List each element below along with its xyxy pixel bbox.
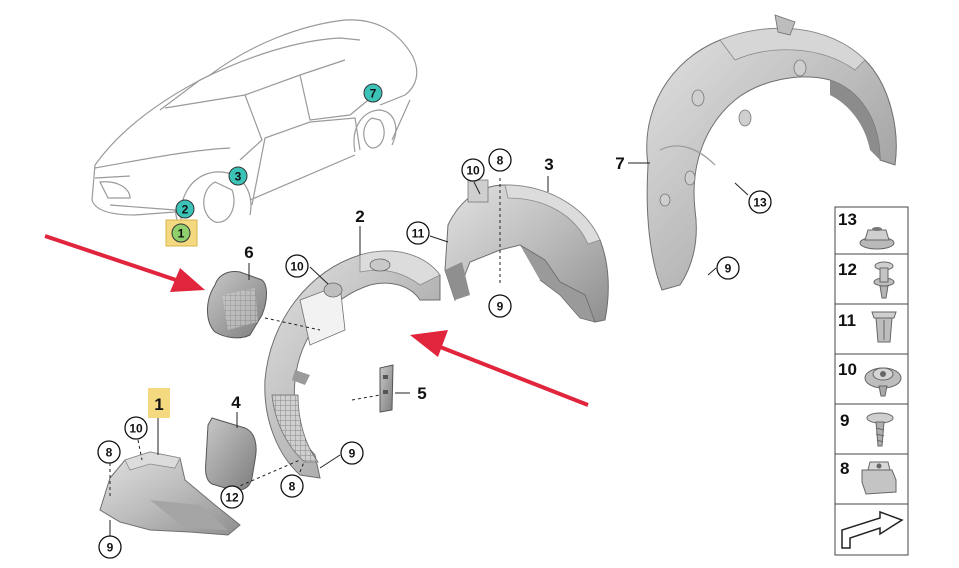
part-label-4: 4	[231, 393, 241, 412]
car-marker-1[interactable]: 1	[165, 219, 198, 247]
callout-8-arch: 8	[488, 148, 512, 172]
svg-text:8: 8	[497, 154, 504, 168]
car-marker-3-label: 3	[235, 170, 242, 184]
svg-text:12: 12	[225, 491, 239, 505]
callout-13: 13	[748, 190, 772, 214]
car-outline	[91, 19, 418, 236]
callout-10-liner: 10	[285, 254, 309, 278]
part-6-cover[interactable]	[207, 271, 267, 339]
callout-9-splash: 9	[98, 535, 122, 559]
svg-text:10: 10	[838, 360, 857, 379]
svg-text:8: 8	[840, 459, 849, 478]
expanding-rivet-icon	[871, 311, 897, 343]
spring-nut-icon	[861, 461, 897, 495]
screw-icon	[866, 412, 894, 447]
callout-10-splash: 10	[124, 416, 148, 440]
flange-nut-washer-icon	[864, 367, 902, 397]
car-marker-1-label: 1	[178, 227, 185, 241]
svg-text:9: 9	[725, 262, 732, 276]
flange-nut-icon	[859, 227, 895, 250]
part-3-wheel-arch-cover[interactable]	[444, 179, 609, 323]
part-4-cover-plate[interactable]	[205, 417, 257, 491]
svg-text:9: 9	[840, 411, 849, 430]
callout-8-splash: 8	[97, 440, 121, 464]
callout-8-liner: 8	[280, 474, 304, 498]
legend-row-9[interactable]: 9	[840, 411, 894, 447]
svg-text:10: 10	[290, 260, 304, 274]
part-5-bracket[interactable]	[379, 364, 394, 413]
callout-9-liner: 9	[340, 441, 364, 465]
svg-text:13: 13	[753, 196, 767, 210]
car-marker-7[interactable]: 7	[363, 83, 383, 103]
callout-11: 11	[406, 221, 430, 245]
part-label-7: 7	[615, 154, 624, 173]
callout-9-big-liner: 9	[716, 256, 740, 280]
callout-10-arch: 10	[461, 158, 485, 182]
callout-9-arch: 9	[488, 294, 512, 318]
svg-text:8: 8	[289, 480, 296, 494]
svg-text:13: 13	[838, 210, 857, 229]
part-1-splash-guard[interactable]	[99, 451, 241, 536]
legend-row-8[interactable]: 8	[840, 459, 897, 495]
legend-row-12[interactable]: 12	[838, 260, 895, 299]
part-reference-arrow-icon	[841, 510, 904, 549]
svg-text:12: 12	[838, 260, 857, 279]
car-marker-2[interactable]: 2	[175, 199, 195, 219]
red-arrow-left	[44, 234, 205, 292]
svg-text:9: 9	[107, 541, 114, 555]
part-7-wheel-liner[interactable]	[646, 14, 897, 291]
part-label-3: 3	[544, 155, 553, 174]
part-label-1: 1	[148, 388, 170, 418]
car-marker-2-label: 2	[182, 203, 189, 217]
svg-text:1: 1	[154, 395, 163, 414]
callout-12: 12	[220, 485, 244, 509]
legend-row-11[interactable]: 11	[838, 311, 897, 343]
red-arrow-right	[410, 330, 589, 407]
svg-text:9: 9	[349, 447, 356, 461]
legend-row-13[interactable]: 13	[838, 210, 895, 250]
fastener-legend: 13 12 11	[834, 206, 909, 556]
part-label-2: 2	[355, 207, 364, 226]
car-marker-7-label: 7	[370, 87, 377, 101]
svg-text:8: 8	[106, 446, 113, 460]
push-rivet-icon	[873, 261, 895, 299]
part-label-5: 5	[417, 384, 426, 403]
leader-lines	[109, 162, 749, 536]
svg-text:9: 9	[497, 300, 504, 314]
part-label-6: 6	[244, 243, 253, 262]
part-2-wheel-liner[interactable]	[264, 250, 441, 479]
svg-text:10: 10	[129, 422, 143, 436]
svg-text:11: 11	[412, 227, 425, 241]
car-marker-3[interactable]: 3	[228, 166, 248, 186]
legend-row-10[interactable]: 10	[838, 360, 902, 397]
svg-text:11: 11	[838, 311, 856, 330]
svg-text:10: 10	[466, 164, 480, 178]
